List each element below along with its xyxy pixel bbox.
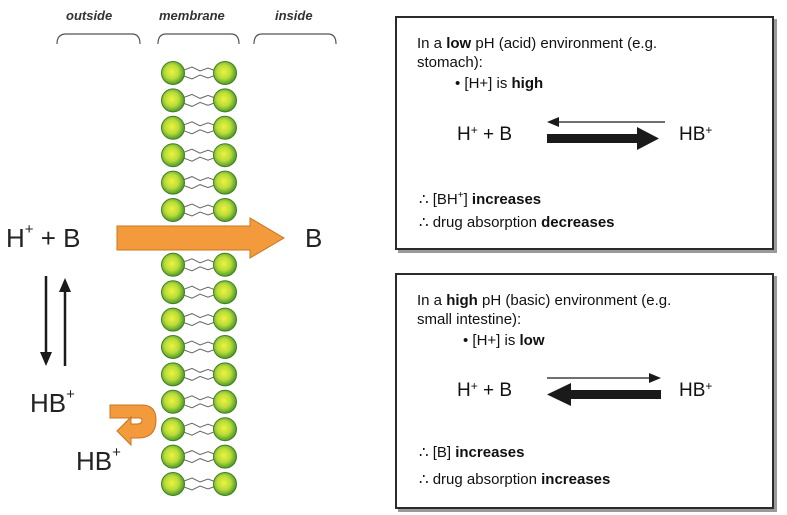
lipid-tail [183, 395, 217, 409]
lipid-head [213, 444, 237, 469]
high-ph-line1: In a high pH (basic) environment (e.g. [417, 292, 672, 309]
lipid-head [161, 362, 185, 387]
lipid-head [213, 198, 237, 222]
lipid-tail [183, 367, 217, 381]
lipid-head [213, 307, 237, 332]
lipid-tail [183, 422, 217, 436]
lipid-tail [183, 340, 217, 354]
lipid-head [213, 389, 237, 414]
high-ph-bullet: • [H+] is low [463, 332, 545, 349]
low-ph-eq-left: H+ + B [457, 123, 513, 145]
eq-left-label: H+ + B [6, 221, 81, 253]
high-ph-eq-left: H+ + B [457, 379, 513, 401]
lipid-tail [183, 176, 217, 190]
lipid-tail [183, 203, 217, 217]
lipid-head [213, 362, 237, 387]
lipid-head [213, 170, 237, 195]
high-ph-line2: small intestine): [417, 311, 522, 328]
orange-arrow-across-membrane [116, 217, 285, 259]
hb-plus-label-2: HB+ [76, 444, 121, 476]
lipid-head [213, 115, 237, 140]
lipid-head [161, 444, 185, 469]
lipid-tail [183, 148, 217, 162]
lipid-head [213, 88, 237, 113]
lipid-head [161, 143, 185, 168]
low-ph-line1: In a low pH (acid) environment (e.g. [417, 35, 658, 52]
lipid-head [161, 280, 185, 305]
low-ph-box: In a low pH (acid) environment (e.g. sto… [395, 16, 774, 250]
lipid-head [161, 389, 185, 414]
lipid-head [213, 61, 237, 85]
low-ph-line2: stomach): [417, 54, 483, 71]
high-ph-conclusion2: ∴ drug absorption increases [419, 471, 611, 488]
curved-orange-arrow [109, 404, 157, 447]
lipid-head [161, 88, 185, 113]
low-ph-conclusion1: ∴ [BH+] increases [419, 190, 542, 208]
lipid-head [213, 143, 237, 168]
equilibrium-arrows-left [40, 276, 71, 366]
low-ph-conclusion2: ∴ drug absorption decreases [419, 214, 615, 231]
lipid-tail [183, 66, 217, 80]
lipid-head [161, 472, 185, 496]
lipid-head [161, 307, 185, 332]
low-ph-bullet: • [H+] is high [455, 75, 544, 92]
lipid-head [213, 252, 237, 277]
bracket-membrane [157, 33, 240, 45]
lipid-tail [183, 258, 217, 272]
lipid-head [161, 170, 185, 195]
lipid-head [161, 252, 185, 277]
lipid-tail [183, 285, 217, 299]
lipid-tail [183, 450, 217, 464]
lipid-tail [183, 121, 217, 135]
lipid-head [161, 115, 185, 140]
lipid-head [213, 472, 237, 496]
lipid-head [161, 335, 185, 359]
lipid-head [213, 335, 237, 359]
bracket-outside [56, 33, 141, 45]
lipid-bilayer [161, 61, 237, 496]
lipid-head [161, 61, 185, 85]
lipid-head [213, 417, 237, 442]
high-ph-arrows [547, 373, 661, 406]
low-ph-arrows [547, 117, 665, 150]
low-ph-eq-right: HB+ [679, 123, 713, 145]
lipid-tail [183, 93, 217, 107]
header-outside: outside [66, 8, 113, 23]
high-ph-conclusion1: ∴ [B] increases [419, 444, 525, 461]
high-ph-box: In a high pH (basic) environment (e.g. s… [395, 273, 774, 509]
lipid-tail [183, 313, 217, 327]
header-inside: inside [275, 8, 313, 23]
hb-plus-label-1: HB+ [30, 386, 75, 418]
lipid-head [213, 280, 237, 305]
bracket-inside [253, 33, 337, 45]
high-ph-eq-right: HB+ [679, 379, 713, 401]
lipid-head [161, 417, 185, 442]
b-inside-label: B [305, 223, 323, 253]
header-membrane: membrane [159, 8, 225, 23]
lipid-head [161, 198, 185, 222]
lipid-tail [183, 477, 217, 491]
